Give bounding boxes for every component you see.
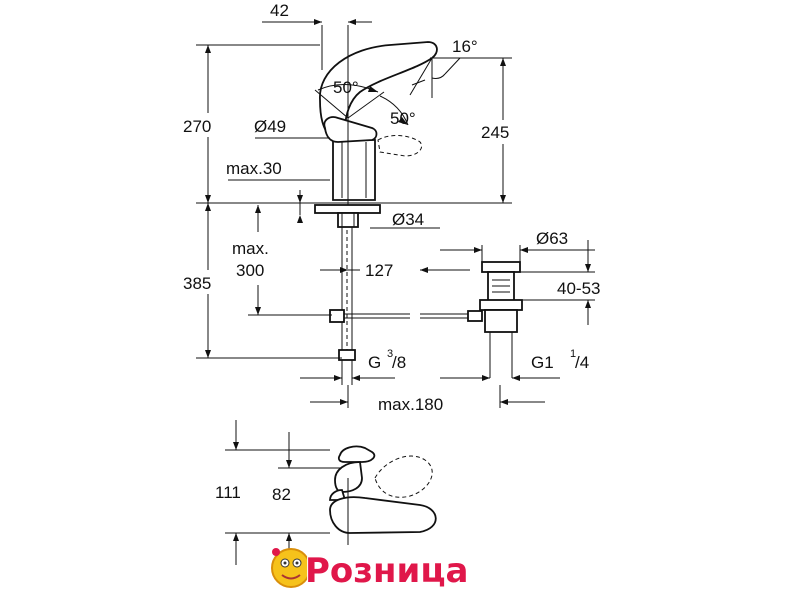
spout-top	[329, 496, 437, 534]
hose-fitting	[338, 349, 356, 361]
label-bg	[180, 113, 230, 137]
spout-angle-line	[409, 57, 433, 96]
arrow	[420, 267, 428, 273]
waste-flange	[481, 261, 521, 273]
label-42: 42	[270, 1, 289, 20]
label-diam34: Ø34	[392, 210, 424, 229]
label-50deg-b: 50°	[390, 109, 416, 128]
arrow	[297, 215, 303, 223]
logo-mascot-smile	[281, 574, 301, 580]
arrow	[585, 264, 591, 272]
arrow	[500, 195, 506, 203]
label-g114-g: G1	[531, 353, 554, 372]
angle-ray	[347, 91, 385, 119]
label-111: 111	[215, 483, 241, 502]
arrow	[352, 375, 360, 381]
arrow	[340, 399, 348, 405]
supply-hose	[341, 227, 353, 355]
arrow	[205, 45, 211, 53]
label-max300-line1: max.	[232, 239, 269, 258]
lever-open-position	[377, 135, 423, 157]
label-82: 82	[272, 485, 291, 504]
rod-joint	[467, 310, 483, 322]
arrow	[205, 203, 211, 211]
arrow	[255, 205, 261, 213]
label-16deg: 16°	[452, 37, 478, 56]
arrow	[398, 117, 408, 125]
arrow	[348, 19, 356, 25]
waste-nut	[479, 299, 523, 311]
leader-16	[444, 57, 461, 75]
arrow	[233, 442, 239, 450]
arrow	[474, 247, 482, 253]
lever-body	[334, 461, 363, 493]
arrow	[334, 375, 342, 381]
arrow	[512, 375, 520, 381]
angle-arc-16	[431, 73, 446, 79]
arrow	[500, 399, 508, 405]
rod-clip	[329, 309, 345, 323]
arrow	[314, 19, 322, 25]
faucet-body	[332, 139, 376, 201]
label-270: 270	[183, 117, 211, 136]
label-g38-sup: 3	[387, 348, 393, 360]
arrow	[482, 375, 490, 381]
label-max180: max.180	[378, 395, 443, 414]
pop-up-waste: Ø63 40-53 127	[320, 229, 600, 378]
logo-wordmark: Розница	[305, 551, 469, 591]
faucet-side-view: 42 16° 50° 50° 270 Ø49 245	[180, 1, 528, 361]
label-bg	[180, 270, 230, 294]
roznica-logo: Розница	[271, 548, 470, 592]
logo-mascot-pupil	[295, 561, 299, 565]
handle-top-view: 111 82	[215, 420, 437, 565]
arrow	[255, 307, 261, 315]
logo-mascot-face	[271, 548, 311, 588]
label-diam63: Ø63	[536, 229, 568, 248]
mounting-plate	[314, 204, 381, 214]
mounting-nut	[337, 212, 359, 228]
label-g38-g: G	[368, 353, 381, 372]
label-max300-line2: 300	[236, 261, 264, 280]
label-max30: max.30	[226, 159, 282, 178]
arrow	[286, 460, 292, 468]
faucet-lever	[323, 116, 378, 143]
lever-top	[337, 445, 376, 463]
logo-mascot-ear	[272, 548, 280, 556]
label-245: 245	[481, 123, 509, 142]
arrow	[233, 533, 239, 541]
angle-arc-50b	[379, 95, 409, 126]
lever-base	[329, 489, 347, 501]
label-385: 385	[183, 274, 211, 293]
label-40-53: 40-53	[557, 279, 600, 298]
arrow	[340, 267, 348, 273]
arrow	[205, 195, 211, 203]
rod-break	[410, 310, 420, 322]
label-50deg-a: 50°	[333, 78, 359, 97]
lower-dimensions: max. 300 385 G 3 /8 G1 1 /4 max.180	[180, 203, 589, 414]
arrow	[520, 247, 528, 253]
arrow	[297, 195, 303, 203]
label-127: 127	[365, 261, 393, 280]
arrow	[368, 86, 378, 92]
angle-ray	[314, 89, 349, 119]
label-g114-sup: 1	[570, 348, 576, 360]
arrow	[585, 300, 591, 308]
logo-mascot-pupil	[283, 561, 287, 565]
label-g114-sub: /4	[575, 353, 589, 372]
lever-rotated	[374, 455, 433, 498]
waste-tee	[484, 309, 518, 333]
label-g38-sub: /8	[392, 353, 406, 372]
leader-16b	[411, 79, 426, 86]
label-diam49: Ø49	[254, 117, 286, 136]
arrow	[500, 58, 506, 66]
arrow	[205, 350, 211, 358]
arrow	[286, 533, 292, 541]
label-bg	[478, 120, 528, 144]
